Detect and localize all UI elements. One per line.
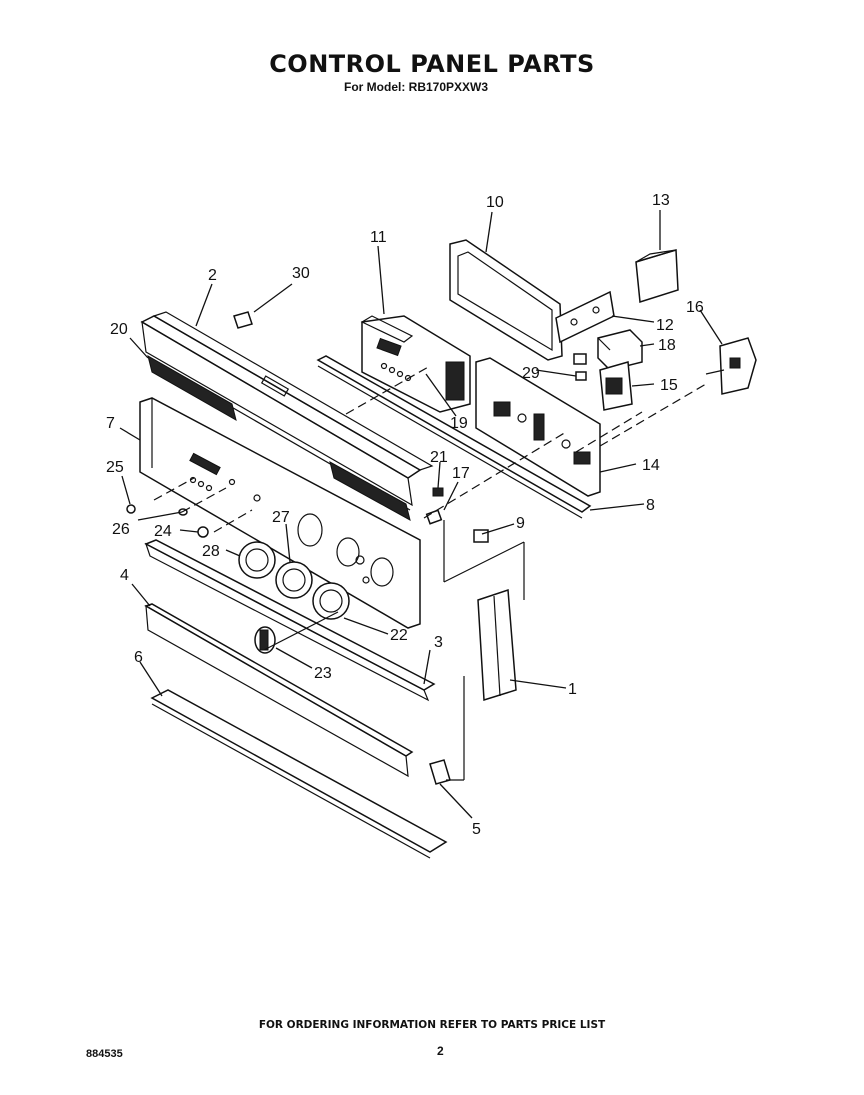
part-7-control-panel bbox=[139, 397, 421, 629]
part-8-rail bbox=[316, 355, 592, 519]
part-29-clip bbox=[573, 353, 587, 381]
callout-10: 10 bbox=[486, 194, 504, 211]
callout-18: 18 bbox=[658, 337, 676, 354]
callout-16: 16 bbox=[686, 299, 704, 316]
callout-19: 19 bbox=[450, 415, 468, 432]
callout-9: 9 bbox=[516, 515, 525, 532]
page-title: CONTROL PANEL PARTS bbox=[269, 50, 595, 78]
callout-20: 20 bbox=[110, 321, 128, 338]
part-3-lower-trim bbox=[144, 539, 436, 702]
callout-5: 5 bbox=[472, 821, 481, 838]
callout-12: 12 bbox=[656, 317, 674, 334]
callout-14: 14 bbox=[642, 457, 660, 474]
part-30-plug bbox=[233, 311, 253, 329]
callout-27: 27 bbox=[272, 509, 290, 526]
callout-26: 26 bbox=[112, 521, 130, 538]
page-number: 2 bbox=[437, 1044, 444, 1058]
part-15-selector-switch bbox=[599, 361, 633, 411]
callout-7: 7 bbox=[106, 415, 115, 432]
callout-2: 2 bbox=[208, 267, 217, 284]
ordering-note: FOR ORDERING INFORMATION REFER TO PARTS … bbox=[258, 1019, 606, 1031]
callout-1: 1 bbox=[568, 681, 577, 698]
document-number: 884535 bbox=[86, 1048, 123, 1060]
part-22-knob-ring bbox=[312, 582, 350, 620]
part-20-vent-slots bbox=[147, 354, 411, 521]
leader-lines bbox=[119, 210, 723, 819]
callout-4: 4 bbox=[120, 567, 129, 584]
callout-28: 28 bbox=[202, 543, 220, 560]
part-16-thermostat bbox=[705, 337, 757, 395]
part-14-bracket bbox=[475, 357, 601, 497]
part-27-knob-ring bbox=[275, 561, 313, 599]
part-9-clip bbox=[473, 529, 489, 543]
callout-numbers: 1 2 3 4 5 6 7 8 9 10 11 12 13 14 15 16 1… bbox=[106, 192, 704, 838]
callout-13: 13 bbox=[652, 192, 670, 209]
callout-25: 25 bbox=[106, 459, 124, 476]
assembly-lines bbox=[153, 365, 707, 781]
callout-23: 23 bbox=[314, 665, 332, 682]
part-4-base-trim bbox=[144, 603, 414, 778]
part-1-side-bracket bbox=[477, 588, 517, 702]
callout-17: 17 bbox=[452, 465, 470, 482]
part-11-clock-module bbox=[360, 315, 471, 413]
callout-21: 21 bbox=[430, 449, 448, 466]
callout-30: 30 bbox=[292, 265, 310, 282]
callout-29: 29 bbox=[522, 365, 540, 382]
part-12-terminal-plate bbox=[555, 290, 615, 344]
part-17-screw bbox=[425, 509, 443, 525]
part-10-glass-frame bbox=[449, 239, 563, 361]
part-24-nut bbox=[197, 526, 209, 538]
part-28-knob-ring bbox=[238, 541, 276, 579]
callout-15: 15 bbox=[660, 377, 678, 394]
callout-3: 3 bbox=[434, 634, 443, 651]
callout-6: 6 bbox=[134, 649, 143, 666]
part-21-clip bbox=[432, 487, 444, 497]
callout-8: 8 bbox=[646, 497, 655, 514]
part-18-switch bbox=[597, 329, 643, 371]
model-subtitle: For Model: RB170PXXW3 bbox=[344, 80, 489, 94]
part-25-screw bbox=[126, 504, 136, 514]
callout-11: 11 bbox=[370, 229, 387, 246]
part-6-bottom-strip bbox=[150, 689, 448, 859]
callout-22: 22 bbox=[390, 627, 408, 644]
callout-24: 24 bbox=[154, 523, 172, 540]
part-13-relay bbox=[635, 249, 679, 303]
